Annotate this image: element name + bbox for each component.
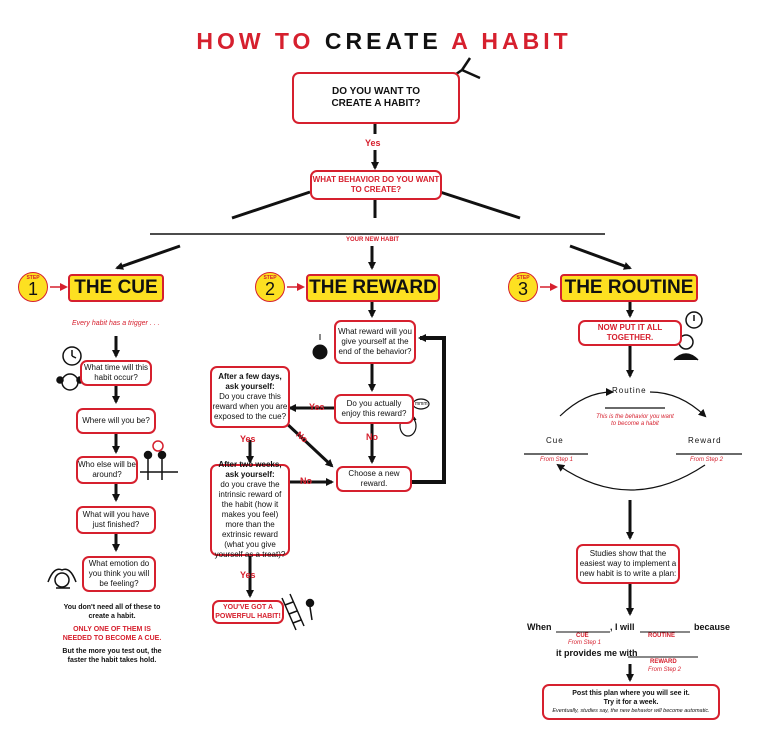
your-new-habit-label: YOUR NEW HABIT — [346, 237, 399, 243]
loop-routine-note: This is the behavior you want to become … — [596, 414, 674, 427]
loop-cue-note: From Step 1 — [540, 457, 574, 463]
step-3-badge: STEP 3 — [508, 272, 538, 302]
step-2-number: 2 — [264, 279, 275, 299]
title-part-2: CREATE — [324, 28, 442, 54]
powerful-habit-text: YOU'VE GOT A POWERFUL HABIT! — [215, 604, 281, 620]
plan-cue-note: From Step 1 — [568, 640, 602, 646]
thinking-person-icon — [673, 311, 703, 361]
step-1-number: 1 — [27, 279, 38, 299]
cue-footer-1: You don't need all of these to create a … — [63, 604, 161, 620]
step-1-badge: STEP 1 — [18, 272, 48, 302]
plan-provides: it provides me with — [556, 648, 638, 658]
two-weeks-title: After two weeks, ask yourself: — [218, 460, 282, 479]
cue-footer-3: But the more you test out, the faster th… — [62, 648, 162, 664]
yes-label-two-weeks: Yes — [240, 570, 256, 580]
two-weeks-body: do you crave the intrinsic reward of the… — [214, 480, 286, 559]
cue-header: THE CUE — [68, 274, 164, 302]
reward-q2-text: Do you actually enjoy this reward? — [341, 399, 407, 418]
studies-text: Studies show that the easiest way to imp… — [579, 549, 677, 578]
plan-when: When — [527, 622, 552, 632]
plan-reward-label: REWARD — [650, 659, 677, 665]
loop-reward-label: Reward — [688, 436, 722, 445]
no-label-two-weeks: No — [300, 476, 312, 486]
title-part-1: HOW TO — [196, 28, 315, 54]
post-plan-line-3: Eventually, studies say, the new behavio… — [552, 707, 710, 714]
clock-icon — [62, 346, 82, 366]
step-3-word: STEP — [516, 275, 530, 281]
few-days-box: After a few days, ask yourself: Do you c… — [210, 366, 290, 428]
powerful-habit-box: YOU'VE GOT A POWERFUL HABIT! — [212, 600, 284, 624]
reward-q1-box: What reward will you give yourself at th… — [334, 320, 416, 364]
people-table-icon — [140, 440, 178, 480]
few-days-body: Do you crave this reward when you are ex… — [212, 392, 288, 421]
plan-because: because — [694, 622, 731, 632]
yes-label-top: Yes — [365, 138, 381, 148]
put-together-text: NOW PUT IT ALL TOGETHER. — [597, 323, 663, 342]
behavior-question-box: WHAT BEHAVIOR DO YOU WANT TO CREATE? — [310, 170, 442, 200]
relaxed-person-icon — [47, 568, 77, 589]
cue-box-place: Where will you be? — [76, 408, 156, 434]
studies-box: Studies show that the easiest way to imp… — [576, 544, 680, 584]
plan-reward-note: From Step 2 — [648, 667, 682, 673]
cue-footer-2: ONLY ONE OF THEM IS NEEDED TO BECOME A C… — [62, 626, 162, 642]
routine-header: THE ROUTINE — [560, 274, 698, 302]
plan-routine-label: ROUTINE — [648, 633, 675, 639]
loop-reward-note: From Step 2 — [690, 457, 724, 463]
title-part-3: A HABIT — [451, 28, 572, 54]
step-3-number: 3 — [517, 279, 528, 299]
yes-label-enjoy: Yes — [309, 402, 325, 412]
plan-i-will: , I will — [610, 622, 635, 632]
cue-box-emotion: What emotion do you think you will be fe… — [82, 556, 156, 592]
reward-q2-box: Do you actually enjoy this reward? — [334, 394, 414, 424]
cue-box-people-text: Who else will be around? — [78, 460, 136, 479]
post-plan-line-2: Try it for a week. — [603, 698, 659, 706]
post-plan-box: Post this plan where you will see it. Tr… — [542, 684, 720, 720]
step-2-badge: STEP 2 — [255, 272, 285, 302]
step-1-word: STEP — [26, 275, 40, 281]
behavior-question-text: WHAT BEHAVIOR DO YOU WANT TO CREATE? — [312, 175, 440, 194]
reward-header: THE REWARD — [306, 274, 440, 302]
want-habit-question-box: DO YOU WANT TO CREATE A HABIT? — [292, 72, 460, 124]
cue-box-place-text: Where will you be? — [82, 416, 150, 425]
plan-cue-label: CUE — [576, 633, 589, 639]
put-together-box: NOW PUT IT ALL TOGETHER. — [578, 320, 682, 346]
no-label-enjoy: No — [366, 432, 378, 442]
cue-box-finished: What will you have just finished? — [76, 506, 156, 534]
cue-box-finished-text: What will you have just finished? — [82, 510, 150, 529]
ladder-climber-icon — [281, 593, 315, 631]
cue-box-emotion-text: What emotion do you think you will be fe… — [88, 559, 150, 588]
choose-new-reward-box: Choose a new reward. — [336, 466, 412, 492]
speech-bubble-text: mmm — [415, 401, 428, 407]
yes-label-few-days: Yes — [240, 434, 256, 444]
money-bag-icon — [312, 334, 328, 360]
cue-box-time: What time will this habit occur? — [80, 360, 152, 386]
cue-box-people: Who else will be around? — [76, 456, 138, 484]
page-title: HOW TO CREATE A HABIT — [0, 28, 768, 55]
loop-cue-label: Cue — [546, 436, 564, 445]
want-habit-question-text: DO YOU WANT TO CREATE A HABIT? — [331, 86, 421, 109]
trigger-note: Every habit has a trigger . . . — [72, 320, 160, 327]
loop-routine-label: Routine — [612, 386, 647, 395]
choose-new-reward-text: Choose a new reward. — [348, 469, 400, 488]
reward-q1-text: What reward will you give yourself at th… — [338, 327, 412, 356]
two-weeks-box: After two weeks, ask yourself: do you cr… — [210, 460, 290, 559]
few-days-title: After a few days, ask yourself: — [218, 372, 282, 391]
step-2-word: STEP — [263, 275, 277, 281]
post-plan-line-1: Post this plan where you will see it. — [572, 689, 690, 697]
cue-box-time-text: What time will this habit occur? — [83, 363, 148, 382]
